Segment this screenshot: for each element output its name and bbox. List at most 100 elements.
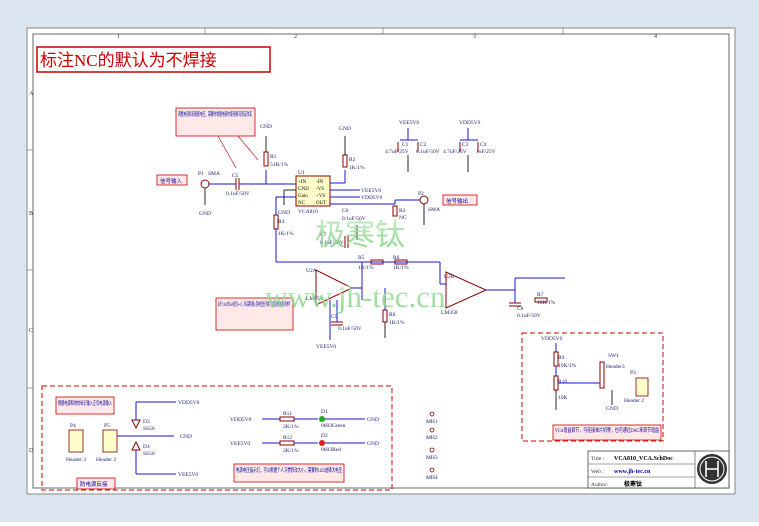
d4-ref: D4 (143, 444, 150, 450)
p4-ref: P4 (70, 423, 76, 429)
r7-val: 10R/1% (537, 300, 555, 306)
zone-row-a: A (29, 91, 34, 97)
sw1-ref: SW1 (608, 353, 619, 359)
r10-ref: R10 (558, 379, 567, 385)
c7-val: 0.1uF/50V (320, 240, 344, 246)
d3-ref: D3 (143, 419, 150, 425)
r1-ref: R1 (270, 154, 277, 160)
note-power-in (55, 396, 115, 415)
led1-gnd: GND (367, 417, 379, 423)
d3-val: SS56 (143, 426, 155, 432)
d1-green-led (319, 416, 325, 422)
header-title: 标注NC的默认为不焊接 (40, 51, 217, 70)
r2-gnd: GND (339, 126, 351, 132)
r12-val: 2K/1% (283, 448, 299, 454)
r11-ref: R11 (283, 411, 292, 417)
r2-ref: R2 (349, 157, 356, 163)
u1-pin-nc: NC (298, 201, 306, 206)
p1-val: SMA (208, 171, 220, 177)
c7-ref: C7 (320, 232, 327, 238)
zone-row-d: D (29, 448, 34, 454)
author-label: Author: (591, 482, 609, 488)
r4-ref: R4 (278, 219, 285, 225)
c2-val: 0.1uF/50V (416, 149, 440, 155)
note-signal-in-text: 信号输入 (160, 177, 183, 185)
sw1-header (599, 361, 605, 389)
p3-ref: P3 (630, 370, 636, 376)
power-vee-label: VEE5V0 (178, 472, 198, 478)
d2-val: 0603Red (321, 447, 341, 453)
p3-val: Header 2 (624, 398, 644, 404)
sheet-border (26, 27, 736, 495)
note-signal-out (442, 194, 478, 206)
u2b-opamp (445, 271, 488, 309)
note-control (215, 297, 294, 331)
watermark-cn: 极寒钛 (315, 219, 405, 252)
r8-ref: R8 (389, 312, 396, 318)
u1-pin-vs-plus: +VS (316, 194, 325, 199)
note-diode (76, 477, 116, 490)
title-value: VCA810_VCA.SchDoc (614, 456, 673, 462)
zone-row-b: B (29, 211, 33, 217)
note-gain-res-text: 调整电容和旧阻配电压，需要时根据电容的使用情况而定改变 (178, 110, 252, 118)
power-block (41, 385, 393, 491)
r8-val: 1K/1% (389, 320, 405, 326)
mh4-ref: MH4 (426, 475, 438, 481)
c1-ref: C1 (402, 142, 409, 148)
c4-val: 1uF/25V (476, 149, 496, 155)
r2-val: 1K/1% (349, 165, 365, 171)
r5-ref: R5 (358, 255, 365, 261)
zone-col-4: 4 (654, 34, 657, 40)
u1-ref: U1 (298, 170, 305, 176)
c1-val: 4.7uF/25V (385, 149, 409, 155)
r9-val: 10K/1% (558, 363, 577, 369)
note-led (233, 463, 345, 483)
web-label: Web : (591, 469, 604, 475)
led-vdd-label: VDD5V0 (230, 417, 252, 423)
c9-val: 0.1uF/50V (338, 326, 362, 332)
power-gnd-label: GND (180, 434, 192, 440)
u2b-ref: U2B (444, 274, 455, 280)
r5-resistor (370, 259, 384, 265)
author-value: 极寒钛 (624, 480, 643, 488)
p1-ref: P1 (198, 171, 204, 177)
p5-ref: P5 (104, 423, 110, 429)
u1-part: VCA810 (298, 209, 318, 215)
r1-gnd: GND (260, 124, 272, 130)
r6-val: 1K/1% (393, 265, 409, 271)
r1-val: 51R/1% (270, 162, 288, 168)
u1-pin-gain: Gain (298, 194, 308, 199)
r3-val: NC (399, 215, 407, 221)
c2-ref: C2 (420, 142, 427, 148)
r3-ref: R3 (399, 208, 406, 214)
r6-ref: R6 (393, 255, 400, 261)
note-signal-in (156, 174, 188, 186)
power-vdd-label: VDD5V0 (178, 400, 200, 406)
p4-val: Header 3 (66, 457, 86, 463)
web-value: www.jh-tec.cn (614, 469, 651, 475)
u1-pin-out: OUT (316, 201, 326, 206)
c6-val: 0.1uF/50V (342, 216, 366, 222)
decap-vdd-label: VDD5V0 (459, 120, 481, 126)
title-label: Title : (591, 456, 605, 462)
c5-val: 0.1uF/50V (226, 191, 250, 197)
sheet-inner-border (32, 33, 730, 489)
u1-vca810 (295, 175, 331, 207)
note-signal-out-text: 信号输出 (446, 197, 468, 205)
d1-val: 0603Green (321, 423, 346, 429)
u1-pin-in-minus: -IN (316, 180, 323, 185)
note-adjust-text: VCA增益调节，可连接单片机等，也可通过DAC来调节增益 (555, 426, 659, 434)
r9-ref: R9 (558, 355, 565, 361)
u2a-opamp (315, 269, 354, 306)
mh2-ref: MH2 (426, 435, 438, 441)
led2-gnd: GND (367, 441, 379, 447)
adjust-vdd-label: VDD5V0 (541, 336, 563, 342)
p4-header (68, 429, 84, 453)
decap-vee-label: VEE5V0 (399, 120, 419, 126)
r7-resistor (534, 297, 548, 303)
p5-header (102, 429, 118, 453)
u1-pin-in-plus: +IN (298, 180, 306, 185)
u1-pin-gnd: GND (298, 187, 309, 192)
u2a-vee-label: VEE5V0 (316, 344, 336, 350)
